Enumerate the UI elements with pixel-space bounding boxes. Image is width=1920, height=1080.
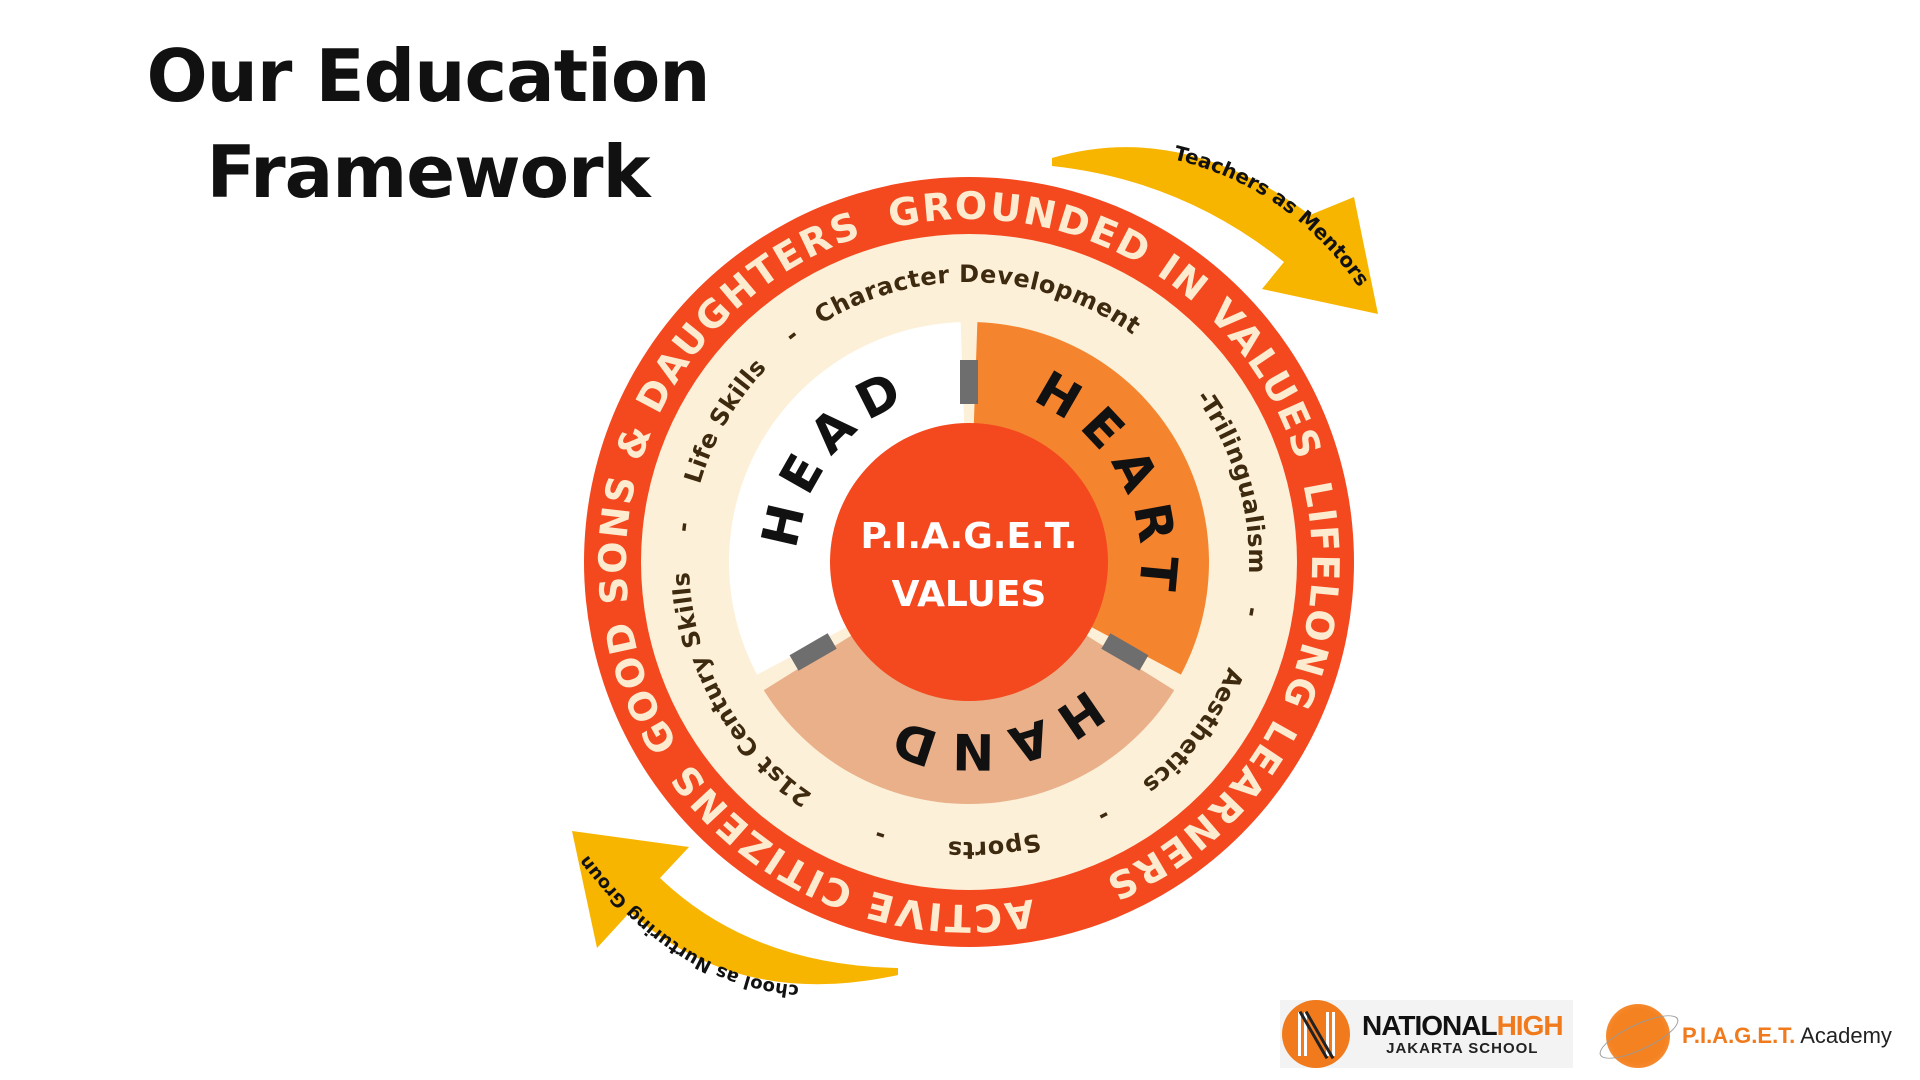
title-line-1: Our Education xyxy=(146,34,710,118)
separator-block xyxy=(789,633,837,671)
page-title: Our Education Framework xyxy=(108,28,748,220)
national-high-logo: NATIONALHIGH JAKARTA SCHOOL xyxy=(1280,1000,1573,1068)
national-high-emblem-icon xyxy=(1282,1000,1350,1068)
center-subtitle: VALUES xyxy=(892,574,1047,615)
school-arrow xyxy=(572,831,898,985)
logo-piaget: P.I.A.G.E.T. xyxy=(1682,1023,1796,1048)
center-circle xyxy=(830,423,1108,701)
separator-block xyxy=(960,360,978,404)
separator-block xyxy=(1101,633,1149,671)
logo-high: HIGH xyxy=(1496,1009,1564,1041)
piaget-academy-logo: P.I.A.G.E.T. Academy xyxy=(1600,1000,1900,1072)
teachers-arrow xyxy=(1052,147,1378,314)
svg-text:-: - xyxy=(669,520,698,533)
center-title: P.I.A.G.E.T. xyxy=(861,516,1078,557)
svg-text:-: - xyxy=(1238,605,1267,620)
logo-academy: Academy xyxy=(1800,1023,1892,1048)
title-line-2: Framework xyxy=(206,130,651,214)
piaget-globe-icon xyxy=(1606,1004,1670,1068)
logo-jakarta-school: JAKARTA SCHOOL xyxy=(1386,1039,1539,1057)
logo-national: NATIONAL xyxy=(1362,1009,1498,1041)
ring-dash: - xyxy=(1238,605,1267,620)
ring-dash: - xyxy=(669,520,698,533)
